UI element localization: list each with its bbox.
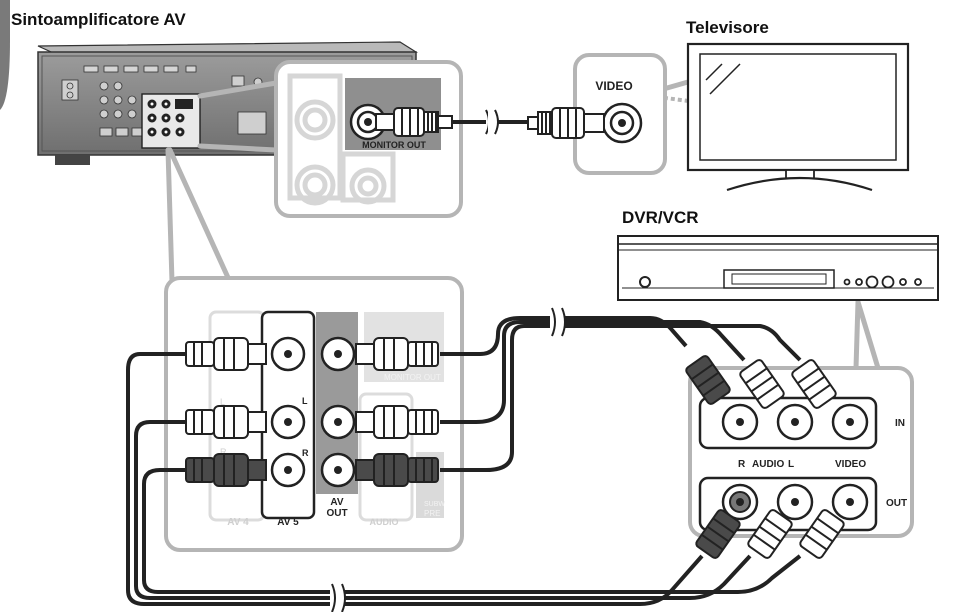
dvr-r-label: R — [738, 459, 746, 470]
monitor-out-faded-label: MONITOR OUT — [384, 373, 441, 382]
dvr-audio-label: AUDIO — [752, 459, 784, 470]
av5-label: AV 5 — [277, 517, 299, 528]
television — [686, 42, 910, 192]
pre-faded-label: PRE — [424, 509, 440, 518]
cable-break-marks — [330, 307, 566, 612]
av5-left-marker: L — [302, 396, 308, 406]
av4-left-marker: L — [220, 397, 225, 407]
dvr-vcr — [617, 235, 939, 301]
page-edge-tab — [0, 0, 10, 110]
tv-video-label: VIDEO — [595, 79, 632, 93]
dvr-l-label: L — [788, 459, 794, 470]
rca-cables — [126, 316, 802, 606]
plugs-av-out — [355, 337, 439, 487]
av4-right-marker: R — [220, 447, 227, 457]
dvr-in-label: IN — [895, 418, 905, 429]
monitor-out-callout: MONITOR OUT — [274, 60, 463, 218]
dvr-jack-callout: IN R AUDIO L VIDEO OUT — [688, 366, 914, 538]
receiver-title: Sintoamplificatore AV — [11, 10, 186, 29]
tv-title: Televisore — [686, 18, 769, 37]
dvr-title: DVR/VCR — [622, 208, 699, 227]
video-cable-tv — [452, 109, 530, 135]
av-out-label-line2: OUT — [326, 508, 347, 519]
subwoofer-faded-label: SUBW — [424, 501, 445, 508]
tv-video-callout: VIDEO — [527, 53, 667, 175]
av5-right-marker: R — [302, 448, 309, 458]
audio-faded-label: AUDIO — [370, 517, 399, 527]
callout-lines — [165, 79, 881, 371]
plugs-av5 — [185, 337, 267, 487]
plugs-dvr-out — [695, 509, 845, 559]
dvr-video-label: VIDEO — [835, 459, 866, 470]
av4-label: AV 4 — [227, 517, 249, 528]
plugs-dvr-in — [685, 355, 837, 409]
monitor-out-label: MONITOR OUT — [362, 140, 426, 150]
dvr-out-label: OUT — [886, 498, 907, 509]
av-out-label-line1: AV — [330, 497, 343, 508]
